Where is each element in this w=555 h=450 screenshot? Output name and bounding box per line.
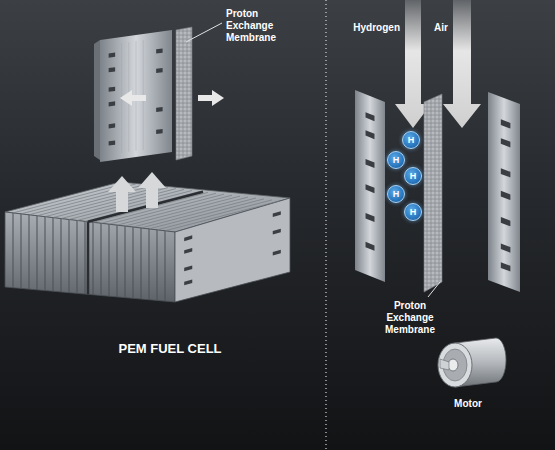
flow-label: Hydrogen: [338, 22, 400, 34]
proton-circle: H: [387, 185, 405, 203]
part-label-box: Proton Exchange Membrane: [226, 8, 288, 44]
proton-circle: H: [404, 203, 422, 221]
lift-arrows: [108, 172, 166, 212]
divider-line: [325, 0, 326, 450]
proton-letter: H: [393, 189, 400, 199]
part-label: Proton Exchange Membrane: [226, 8, 288, 44]
proton-letter: H: [410, 207, 417, 217]
part-label: Proton Exchange Membrane: [376, 300, 444, 336]
proton-letter: H: [393, 155, 400, 165]
cell-plates: [355, 90, 520, 297]
flow-label-box: Hydrogen: [338, 22, 400, 34]
flow-label-box: Air: [416, 22, 448, 34]
proton-letter: H: [408, 135, 415, 145]
part-label-box: Motor: [440, 398, 496, 410]
part-label-box: Proton Exchange Membrane: [376, 300, 444, 336]
motor-illustration: [438, 338, 506, 387]
leader-line: [186, 23, 222, 42]
caption-box: PEM FUEL CELL: [70, 341, 270, 357]
proton-letter: H: [410, 171, 417, 181]
caption: PEM FUEL CELL: [70, 341, 270, 357]
proton-circle: H: [402, 131, 420, 149]
part-label: Motor: [440, 398, 496, 410]
flow-label: Air: [416, 22, 448, 34]
proton-circle: H: [387, 151, 405, 169]
exploded-plates: [94, 23, 224, 162]
proton-circle: H: [404, 167, 422, 185]
leader-line: [428, 282, 440, 297]
